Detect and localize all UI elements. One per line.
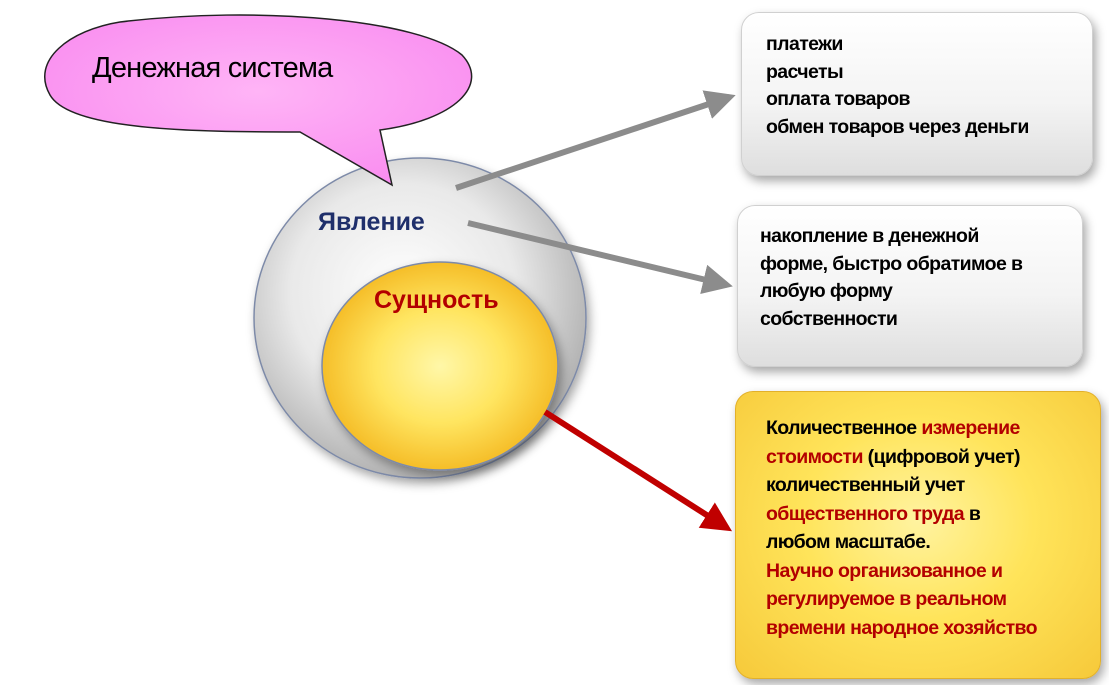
top-box-line: платежи — [766, 33, 843, 55]
bottom-box: Количественное измерение стоимости (цифр… — [735, 391, 1101, 679]
arrow-to-middle-box — [467, 220, 733, 295]
top-box-line: обмен товаров через деньги — [766, 115, 1029, 138]
bottom-box-text: Количественное измерение стоимости (цифр… — [766, 414, 1038, 642]
bottom-text-1a: Количественное — [766, 417, 922, 439]
bubble-title: Денежная система — [92, 52, 333, 84]
bottom-text-2a: стоимости — [766, 445, 863, 468]
bottom-text-7: регулируемое в реальном — [766, 588, 1007, 610]
middle-box-line: любую форму — [760, 280, 893, 302]
bottom-text-3: количественный учет — [766, 474, 965, 496]
middle-box: накопление в денежной форме, быстро обра… — [737, 205, 1083, 367]
inner-circle-label: Сущность — [374, 286, 499, 314]
outer-circle-label: Явление — [318, 208, 425, 236]
top-box-line: расчеты — [766, 60, 844, 83]
bottom-text-5: любом масштабе. — [766, 531, 931, 553]
middle-box-text: накопление в денежной форме, быстро обра… — [760, 223, 1023, 333]
middle-box-line: форме, быстро обратимое в — [760, 252, 1023, 275]
speech-bubble — [44, 14, 473, 187]
top-box-text: платежи расчеты оплата товаров обмен тов… — [766, 31, 1029, 141]
bottom-text-8: времени народное хозяйство — [766, 616, 1038, 639]
middle-box-line: собственности — [760, 307, 898, 330]
bottom-text-4b: в — [964, 502, 981, 525]
top-box: платежи расчеты оплата товаров обмен тов… — [741, 12, 1093, 176]
bottom-text-1b: измерение — [921, 417, 1020, 439]
bottom-text-6: Научно организованное и — [766, 559, 1003, 582]
bottom-text-2b: (цифровой учет) — [862, 445, 1021, 468]
arrow-to-top-box — [455, 90, 736, 191]
middle-box-line: накопление в денежной — [760, 225, 979, 247]
bottom-text-4a: общественного труда — [766, 502, 965, 525]
arrow-to-bottom-box — [543, 409, 733, 532]
inner-circle — [321, 261, 559, 471]
top-box-line: оплата товаров — [766, 88, 911, 110]
